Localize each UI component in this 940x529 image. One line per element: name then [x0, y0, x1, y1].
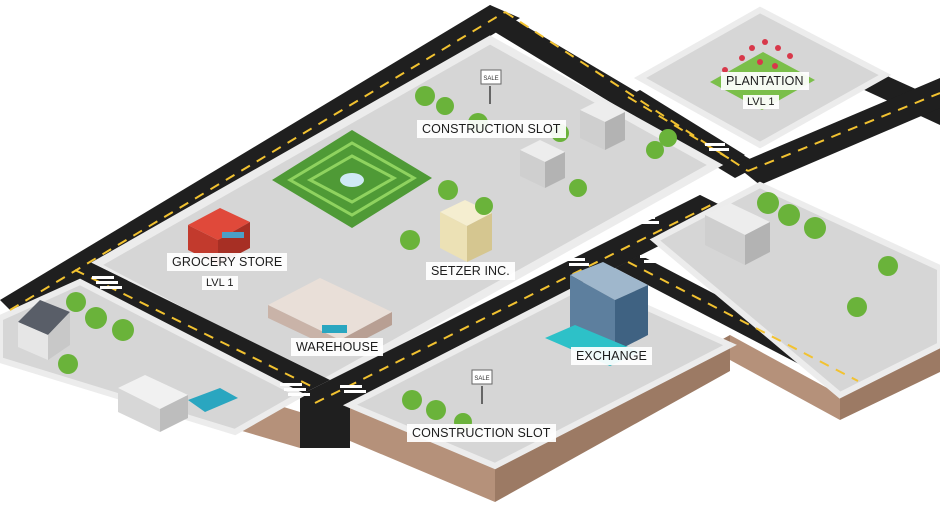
warehouse-label[interactable]: WAREHOUSE	[291, 338, 384, 356]
setzer-inc-label[interactable]: SETZER INC.	[426, 262, 515, 280]
southwest-house[interactable]	[18, 300, 70, 360]
southwest-modern-house[interactable]	[118, 375, 238, 432]
grocery-store-level-badge: LVL 1	[202, 276, 238, 290]
sale-sign-north-text: SALE	[483, 76, 498, 82]
plantation-crops	[722, 39, 793, 73]
ground-slab-south	[350, 405, 495, 502]
east-residence[interactable]	[705, 203, 770, 265]
ground-slab-far-east	[840, 345, 940, 420]
construction-slot-north-label[interactable]: CONSTRUCTION SLOT	[417, 120, 566, 138]
exchange-label[interactable]: EXCHANGE	[571, 347, 652, 365]
ground-slab-east	[730, 335, 840, 420]
sale-sign-south: SALE	[471, 369, 493, 404]
hedge-maze-park[interactable]	[272, 130, 432, 228]
construction-north-buildings[interactable]	[520, 100, 625, 188]
plantation-level-badge: LVL 1	[743, 95, 779, 109]
sale-sign-south-text: SALE	[474, 376, 489, 382]
construction-slot-south-label[interactable]: CONSTRUCTION SLOT	[407, 424, 556, 442]
setzer-inc-building[interactable]	[440, 200, 492, 262]
road-east-diagonal	[735, 78, 940, 185]
crosswalks	[92, 143, 729, 396]
exchange-building[interactable]	[545, 262, 648, 366]
sale-sign-north: SALE	[480, 69, 502, 104]
plantation-label[interactable]: PLANTATION	[721, 72, 809, 90]
road-south-stub	[300, 395, 350, 448]
grocery-store-label[interactable]: GROCERY STORE	[167, 253, 288, 271]
